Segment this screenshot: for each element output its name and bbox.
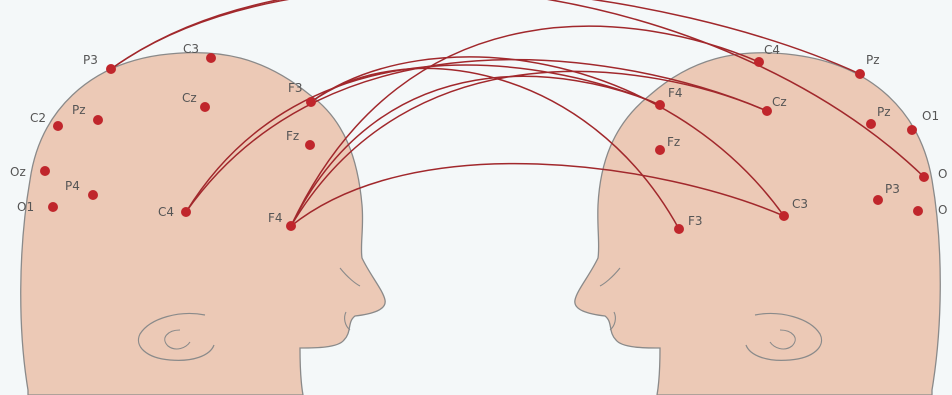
electrode-label: C3 — [183, 42, 199, 56]
electrode-label: P3 — [83, 53, 98, 67]
electrode-label: Oz — [10, 165, 26, 179]
electrode-label: Fz — [667, 135, 680, 149]
electrode-label: F4 — [668, 86, 683, 100]
electrode-label: C2 — [30, 111, 46, 125]
electrode-label: Pz — [72, 103, 86, 117]
electrode-label: Pz — [877, 105, 891, 119]
electrode-label: O — [938, 203, 947, 217]
electrode-label: P4 — [65, 179, 80, 193]
electrode-label: F3 — [288, 81, 303, 95]
electrode-label: O — [938, 167, 947, 181]
electrode-label: O1 — [17, 200, 34, 214]
electrode-label: Pz — [866, 53, 880, 67]
electrode-label: F3 — [688, 214, 703, 228]
electrode-label: P3 — [885, 182, 900, 196]
electrode-label: C4 — [764, 43, 780, 57]
electrode-label: Cz — [182, 91, 197, 105]
electrode-label: Fz — [286, 129, 299, 143]
electrode-label: Cz — [772, 95, 787, 109]
electrode-label: C3 — [792, 197, 808, 211]
electrode-label: F4 — [268, 211, 283, 225]
electrode-label: O1 — [922, 109, 939, 123]
electrode-label: C4 — [158, 205, 174, 219]
